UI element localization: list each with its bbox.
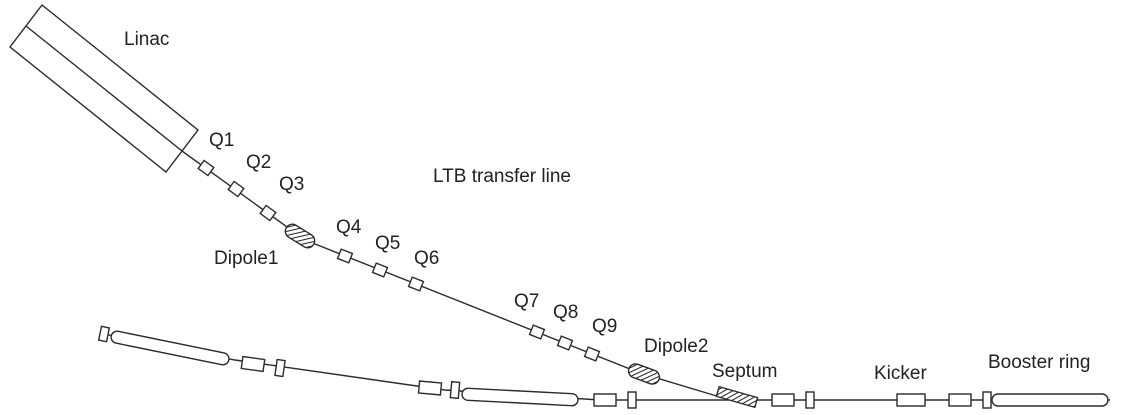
booster-element [805, 391, 815, 409]
booster-dipole [991, 393, 1109, 407]
booster-element [948, 393, 972, 407]
booster-element [97, 325, 111, 343]
q2-label: Q2 [246, 152, 271, 173]
septum-magnet [715, 385, 759, 409]
booster-element [771, 393, 795, 407]
ltb-title: LTB transfer line [433, 166, 571, 187]
q5-label: Q5 [375, 233, 400, 254]
quadrupole-q2 [227, 180, 245, 198]
booster-dipole [110, 330, 230, 366]
dipole2-label: Dipole2 [644, 336, 708, 357]
booster-element [417, 380, 443, 396]
quadrupole-q5 [371, 262, 389, 278]
quadrupole-q8 [556, 335, 574, 351]
booster-element [982, 391, 992, 409]
booster-ring-label: Booster ring [988, 352, 1090, 373]
quadrupole-q7 [528, 324, 546, 340]
booster-element [274, 358, 286, 378]
q9-label: Q9 [592, 316, 617, 337]
kicker-label: Kicker [874, 363, 927, 384]
septum-label: Septum [712, 361, 777, 382]
q4-label: Q4 [336, 217, 362, 238]
booster-element [593, 393, 617, 407]
dipole1-magnet [284, 223, 316, 249]
ltb-beamline [181, 150, 721, 398]
q1-label: Q1 [209, 130, 234, 151]
booster-dipole [461, 387, 579, 407]
linac-label: Linac [124, 29, 169, 50]
q8-label: Q8 [553, 302, 578, 323]
kicker-magnet [896, 393, 926, 407]
quadrupole-q6 [407, 276, 425, 292]
booster-element [627, 391, 637, 409]
dipole1-label: Dipole1 [214, 248, 278, 269]
dipole2-magnet [627, 363, 661, 385]
q6-label: Q6 [414, 248, 439, 269]
quadrupole-q9 [583, 346, 601, 362]
q3-label: Q3 [279, 174, 304, 195]
booster-element [449, 380, 461, 400]
linac [9, 4, 199, 173]
quadrupole-q1 [197, 159, 215, 177]
quadrupole-q4 [336, 248, 354, 264]
q7-label: Q7 [514, 291, 539, 312]
quadrupole-q3 [259, 204, 277, 222]
booster-element [240, 355, 266, 373]
